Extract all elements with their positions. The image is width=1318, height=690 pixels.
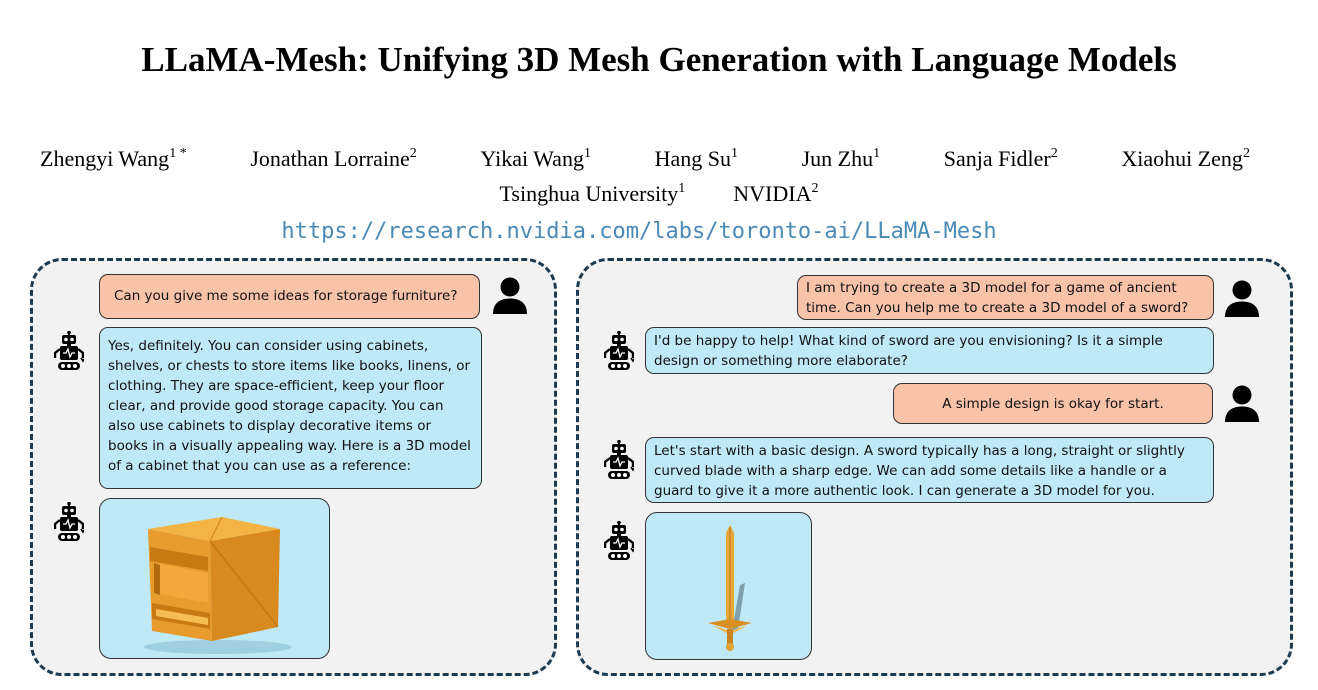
affiliation-list: Tsinghua University1 NVIDIA2 <box>0 181 1318 207</box>
cabinet-3d-model-icon <box>144 516 292 654</box>
author-list: Zhengyi Wang1 * Jonathan Lorraine2 Yikai… <box>40 146 1250 172</box>
right-chat-panel: I am trying to create a 3D model for a g… <box>576 258 1293 676</box>
affiliation: NVIDIA2 <box>733 181 819 206</box>
bot-message: Let's start with a basic design. A sword… <box>645 437 1214 503</box>
user-message: A simple design is okay for start. <box>893 383 1213 424</box>
robot-avatar-icon <box>54 502 84 542</box>
author: Sanja Fidler2 <box>943 146 1058 171</box>
sword-model-render <box>645 512 812 660</box>
bot-message: I'd be happy to help! What kind of sword… <box>645 327 1214 374</box>
author: Jonathan Lorraine2 <box>250 146 417 171</box>
author: Zhengyi Wang1 * <box>40 146 187 171</box>
author: Jun Zhu1 <box>801 146 881 171</box>
cabinet-model-render <box>99 498 330 659</box>
paper-title: LLaMA-Mesh: Unifying 3D Mesh Generation … <box>141 40 1177 79</box>
robot-avatar-icon <box>604 521 634 561</box>
user-message: Can you give me some ideas for storage f… <box>99 274 480 319</box>
robot-avatar-icon <box>54 331 84 371</box>
author: Xiaohui Zeng2 <box>1121 146 1250 171</box>
user-message: I am trying to create a 3D model for a g… <box>797 275 1214 320</box>
affiliation: Tsinghua University1 <box>499 181 686 206</box>
bot-message: Yes, definitely. You can consider using … <box>99 327 482 489</box>
sword-3d-model-icon <box>708 525 752 651</box>
user-avatar-icon <box>1224 385 1260 423</box>
robot-avatar-icon <box>604 331 634 371</box>
author: Hang Su1 <box>654 146 738 171</box>
user-avatar-icon <box>492 277 528 315</box>
user-avatar-icon <box>1224 280 1260 318</box>
left-chat-panel: Can you give me some ideas for storage f… <box>30 258 557 676</box>
author: Yikai Wang1 <box>480 146 591 171</box>
robot-avatar-icon <box>604 440 634 480</box>
project-url-link[interactable]: https://research.nvidia.com/labs/toronto… <box>281 219 997 244</box>
